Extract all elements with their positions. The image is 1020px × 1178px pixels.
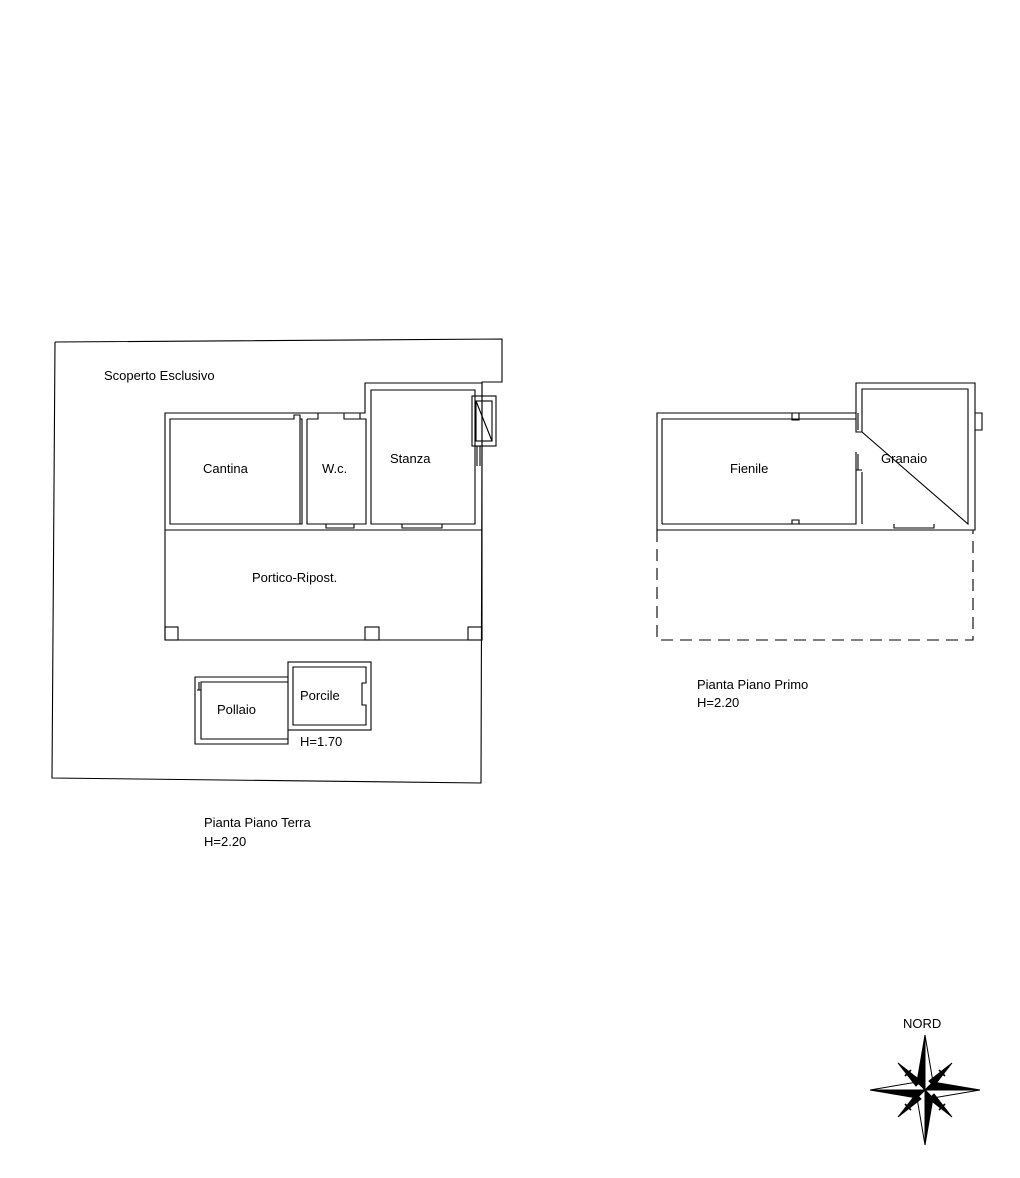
wall-niche	[791, 413, 800, 421]
room-label: Stanza	[390, 451, 431, 466]
pigsty-outer-wall	[287, 661, 372, 731]
flue-projection	[975, 412, 983, 431]
flue-box	[471, 395, 497, 447]
ground-floor-title: Pianta Piano Terra	[204, 815, 311, 830]
room-window	[401, 524, 443, 529]
wc-label: W.c.	[322, 461, 347, 476]
annex-height-label: H=1.70	[300, 734, 342, 749]
porch-below-outline	[656, 530, 974, 641]
wall-niche	[791, 519, 800, 524]
granary-label: Granaio	[881, 451, 927, 466]
granary-walls	[861, 388, 969, 526]
cellar-walls	[169, 414, 303, 525]
porch-label: Portico-Ripost.	[252, 570, 337, 585]
first-floor-plan: Fienile Granaio Pianta Piano Primo H=2.2…	[656, 382, 983, 710]
yard-boundary	[51, 338, 503, 784]
flue-diagonal	[475, 400, 493, 442]
flue-opening	[476, 446, 481, 466]
wc-walls	[306, 413, 367, 525]
compass-rose-icon: NORD	[869, 1016, 981, 1146]
first-floor-height: H=2.20	[697, 695, 739, 710]
hayloft-label: Fienile	[730, 461, 768, 476]
pigsty-inner-wall	[292, 666, 367, 726]
wc-window	[325, 524, 355, 529]
cellar-label: Cantina	[203, 461, 249, 476]
first-floor-outer-wall	[656, 382, 976, 531]
building-outer-wall	[164, 382, 483, 641]
room-walls	[370, 389, 476, 525]
porch-pillar	[467, 626, 483, 641]
first-floor-title: Pianta Piano Primo	[697, 677, 808, 692]
yard-label: Scoperto Esclusivo	[104, 368, 215, 383]
henhouse-walls	[194, 676, 289, 745]
partition-door-jambs	[855, 413, 862, 471]
henhouse-label: Pollaio	[217, 702, 256, 717]
granary-window	[893, 524, 935, 529]
compass-label: NORD	[903, 1016, 941, 1031]
henhouse-door	[197, 682, 201, 691]
ground-floor-plan: Scoperto Esclusivo Cantina W.c. Stanza P…	[51, 338, 503, 849]
ground-floor-height: H=2.20	[204, 834, 246, 849]
hayloft-walls	[661, 418, 857, 525]
porch-pillar	[164, 626, 179, 641]
pigsty-label: Porcile	[300, 688, 340, 703]
flue-box-inner	[475, 400, 493, 442]
porch-pillar	[364, 626, 380, 641]
